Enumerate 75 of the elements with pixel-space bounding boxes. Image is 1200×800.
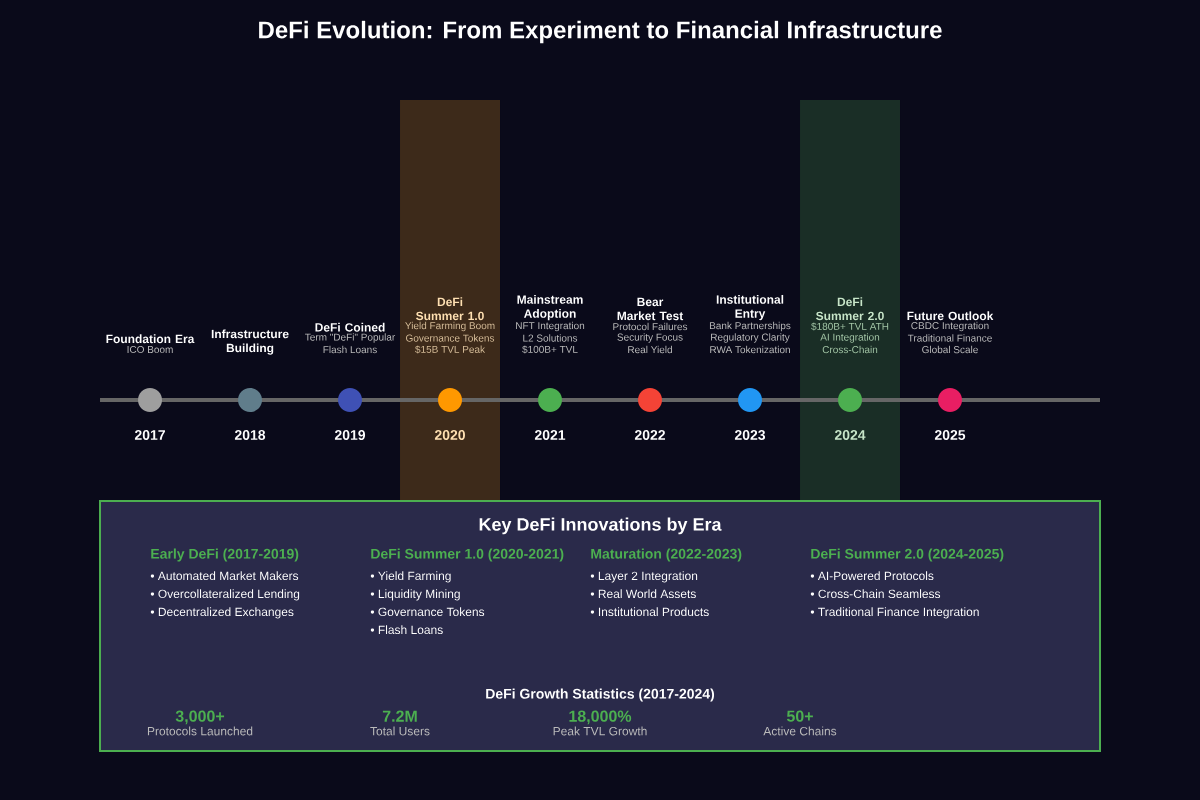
bullet-item: • Flash Loans <box>370 625 443 635</box>
bullet-item: • Liquidity Mining <box>370 589 460 601</box>
year-label: 2021 <box>534 430 566 440</box>
bullet-item: • Real World Assets <box>590 589 696 599</box>
bullet-item: • Yield Farming <box>370 571 451 583</box>
bullet-item: • Institutional Products <box>590 607 709 617</box>
column-heading: Maturation (2022-2023) <box>591 548 742 562</box>
bullet-item: • AI-Powered Protocols <box>810 571 934 581</box>
stat-value: 18,000% <box>569 710 632 725</box>
year-label: 2020 <box>434 430 465 440</box>
milestone-detail: ICO Boom <box>127 345 173 354</box>
milestone-detail: L2 Solutions <box>523 334 578 342</box>
bullet-item: • Layer 2 Integration <box>590 571 698 583</box>
milestone-detail: Regulatory Clarity <box>711 333 790 343</box>
column-heading: DeFi Summer 1.0 (2020-2021) <box>371 548 564 562</box>
milestone-detail: Term "DeFi" Popular <box>305 333 396 343</box>
stat-caption: Total Users <box>370 726 430 736</box>
year-label: 2019 <box>334 430 366 440</box>
column-heading: DeFi Summer 2.0 (2024-2025) <box>811 548 1004 562</box>
milestone-detail: CBDC Integration <box>911 321 989 332</box>
milestone-title: Future Outlook <box>907 311 994 321</box>
milestone-detail: Yield Farming Boom <box>405 321 495 332</box>
title: DeFi Evolution: From Experiment to Financial Infrastructure <box>259 20 942 44</box>
milestone-detail: Cross-Chain <box>822 345 878 354</box>
year-label: 2025 <box>934 430 966 440</box>
bullet-item: • Cross-Chain Seamless <box>810 589 941 599</box>
milestone-detail: Governance Tokens <box>406 334 495 342</box>
stat-caption: Peak TVL Growth <box>553 726 647 736</box>
milestone-detail: Real Yield <box>628 345 672 354</box>
milestone-dot <box>138 388 162 412</box>
year-label: 2024 <box>834 430 866 440</box>
milestone-detail: NFT Integration <box>516 321 585 332</box>
milestone-detail: Bank Partnerships <box>709 321 791 332</box>
milestone-detail: Traditional Finance <box>907 334 992 342</box>
milestone-dot <box>238 388 262 412</box>
milestone-detail: Protocol Failures <box>613 322 688 331</box>
bullet-item: • Governance Tokens <box>370 607 485 617</box>
milestone-dot <box>638 388 662 412</box>
milestone-title: DeFi Coined <box>315 322 385 332</box>
milestone-title: DeFi Summer 2.0 <box>816 297 884 321</box>
milestone-detail: Security Focus <box>617 333 683 343</box>
milestone-detail: RWA Tokenization <box>710 345 790 354</box>
bullet-item: • Decentralized Exchanges <box>150 607 294 619</box>
milestone-dot <box>338 388 362 412</box>
milestone-title: Institutional Entry <box>716 294 784 321</box>
stat-value: 3,000+ <box>175 710 225 725</box>
bullet-item: • Overcollateralized Lending <box>150 589 300 601</box>
stats-heading: DeFi Growth Statistics (2017-2024) <box>486 688 715 702</box>
stat-value: 50+ <box>786 710 813 722</box>
stat-value: 7.2M <box>382 710 417 722</box>
milestone-detail: AI Integration <box>820 333 880 343</box>
milestone-title: Infrastructure Building <box>211 329 289 355</box>
milestone-dot <box>938 388 962 412</box>
stat-caption: Protocols Launched <box>147 726 253 736</box>
year-label: 2022 <box>634 430 665 440</box>
column-heading: Early DeFi (2017-2019) <box>151 548 299 562</box>
milestone-title: Foundation Era <box>106 334 195 344</box>
milestone-dot <box>838 388 862 412</box>
milestone-detail: $180B+ TVL ATH <box>811 322 889 331</box>
milestone-detail: $15B TVL Peak <box>415 345 486 354</box>
milestone-detail: $100B+ TVL <box>522 345 578 354</box>
milestone-title: DeFi Summer 1.0 <box>416 297 484 321</box>
bullet-item: • Traditional Finance Integration <box>810 607 979 619</box>
year-label: 2017 <box>134 430 165 440</box>
stat-caption: Active Chains <box>763 726 837 736</box>
milestone-detail: Global Scale <box>922 345 978 354</box>
year-label: 2018 <box>234 430 266 440</box>
milestone-dot <box>438 388 462 412</box>
milestone-title: Mainstream Adoption <box>517 294 583 321</box>
bullet-item: • Automated Market Makers <box>150 571 299 581</box>
milestone-title: Bear Market Test <box>617 297 684 321</box>
year-label: 2023 <box>734 430 766 440</box>
milestone-dot <box>538 388 562 412</box>
milestone-dot <box>738 388 762 412</box>
milestone-detail: Flash Loans <box>323 345 377 354</box>
